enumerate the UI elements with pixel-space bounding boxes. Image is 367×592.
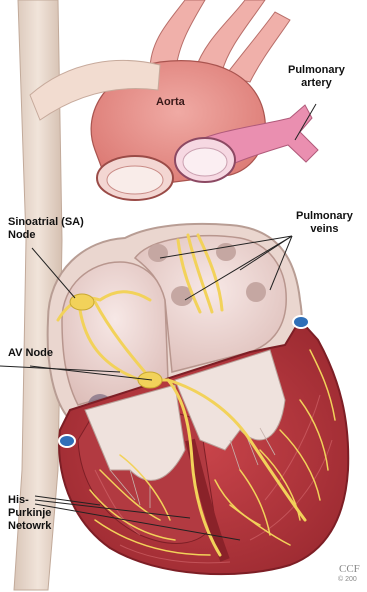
pulmonary-artery-label: Pulmonary artery bbox=[288, 64, 345, 90]
sa-node-label-line1: Sinoatrial (SA) bbox=[8, 216, 84, 229]
sa-node-label-line2: Node bbox=[8, 229, 84, 242]
aorta-label: Aorta bbox=[156, 96, 185, 109]
copyright-watermark: © 200 bbox=[338, 576, 357, 583]
ccf-watermark: CCF bbox=[339, 563, 360, 575]
pulmonary-artery-label-line1: Pulmonary bbox=[288, 64, 345, 77]
his-purkinje-label: His- Purkinje Netowrk bbox=[8, 494, 51, 533]
sa-node-label: Sinoatrial (SA) Node bbox=[8, 216, 84, 242]
his-purkinje-label-line2: Purkinje bbox=[8, 507, 51, 520]
pulmonary-veins-label-line1: Pulmonary bbox=[296, 210, 353, 223]
pulmonary-veins-label-line2: veins bbox=[296, 223, 353, 236]
pulmonary-artery-label-line2: artery bbox=[288, 77, 345, 90]
av-node-label: AV Node bbox=[8, 347, 53, 360]
his-purkinje-label-line1: His- bbox=[8, 494, 51, 507]
aortic-branches bbox=[150, 0, 205, 70]
his-purkinje-label-line3: Netowrk bbox=[8, 520, 51, 533]
pulmonary-veins-label: Pulmonary veins bbox=[296, 210, 353, 236]
